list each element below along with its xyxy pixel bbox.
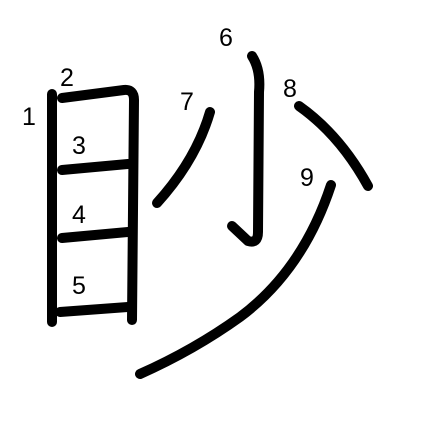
- stroke-number-5: 5: [72, 272, 86, 300]
- stroke-number-9: 9: [300, 164, 314, 192]
- stroke-number-7: 7: [180, 88, 194, 116]
- stroke-5: [55, 302, 133, 317]
- stroke-4: [57, 227, 133, 243]
- stroke-number-2: 2: [60, 64, 74, 92]
- stroke-number-1: 1: [22, 103, 36, 131]
- stroke-3: [57, 159, 133, 175]
- stroke-2: [57, 84, 139, 325]
- stroke-7: [152, 107, 215, 208]
- stroke-number-4: 4: [72, 201, 86, 229]
- stroke-6: [227, 51, 265, 247]
- stroke-8: [294, 101, 373, 191]
- stroke-9: [135, 180, 336, 379]
- stroke-number-6: 6: [219, 24, 233, 52]
- stroke-number-3: 3: [72, 132, 86, 160]
- stroke-number-8: 8: [283, 75, 297, 103]
